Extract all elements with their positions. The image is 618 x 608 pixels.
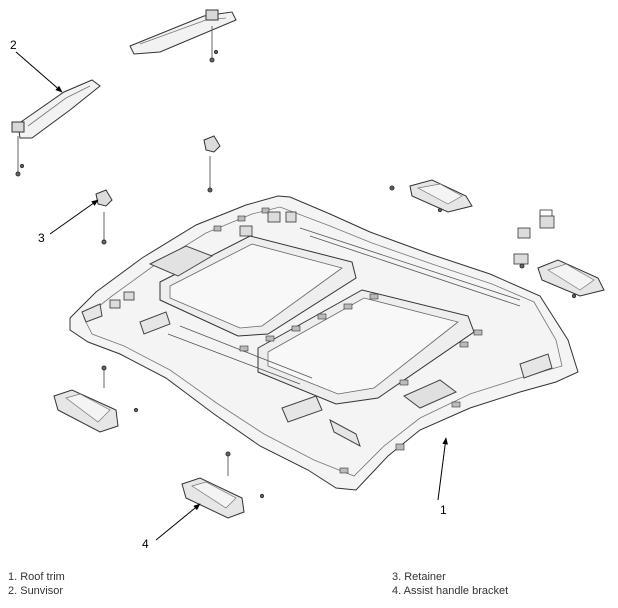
roof-trim: [69, 195, 579, 491]
legend-item-retainer: 3. Retainer: [392, 571, 446, 583]
sunvisor-right: [129, 9, 237, 63]
assist-handle-bracket-front-left: [53, 365, 139, 433]
callout-4: 4: [142, 537, 149, 551]
callout-3: 3: [38, 231, 45, 245]
legend-column-right: 3. Retainer 4. Assist handle bracket: [392, 570, 508, 598]
legend-item-roof-trim: 1. Roof trim: [8, 571, 65, 583]
assist-handle-bracket-rear-upper: [389, 179, 473, 213]
legend-column-left: 1. Roof trim 2. Sunvisor: [8, 570, 65, 598]
retainer: [95, 189, 113, 245]
assist-handle-bracket-rear-lower: [519, 259, 605, 299]
callout-1: 1: [440, 503, 447, 517]
assist-handle-bracket: [181, 451, 265, 519]
sunvisor-left: [11, 79, 101, 177]
callout-2: 2: [10, 38, 17, 52]
retainer-top: [203, 135, 221, 193]
legend-item-sunvisor: 2. Sunvisor: [8, 585, 64, 597]
legend-item-assist-handle-bracket: 4. Assist handle bracket: [392, 585, 509, 597]
roof-trim-exploded-diagram: 2 3 1 4: [10, 9, 605, 551]
leader-lines: [15, 51, 448, 541]
parts-legend: 1. Roof trim 2. Sunvisor 3. Retainer 4. …: [0, 570, 618, 608]
